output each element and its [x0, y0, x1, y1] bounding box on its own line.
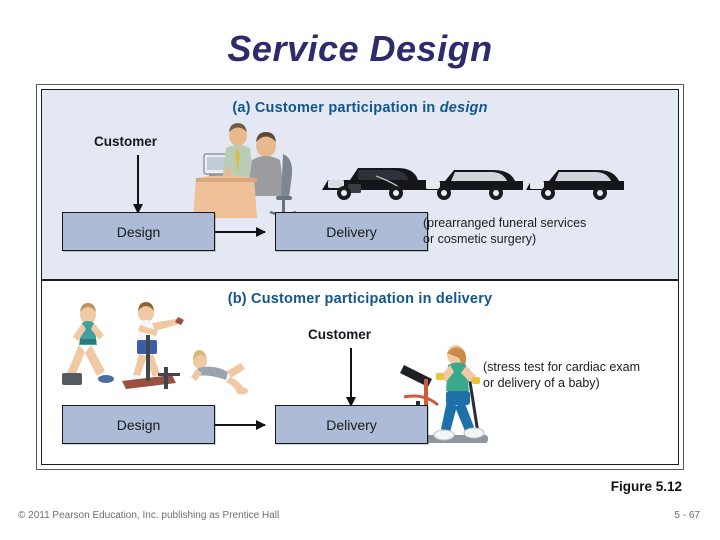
panel-a-customer-label: Customer [94, 134, 158, 149]
figure-container: (a) Customer participation in design Cus… [36, 84, 684, 470]
page-title: Service Design [227, 28, 493, 69]
customer-at-desk-illustration [190, 118, 300, 218]
panel-a-customer-participation-in-design: (a) Customer participation in design Cus… [42, 90, 678, 281]
panel-a-heading-emphasis: design [439, 100, 488, 116]
exercise-figures-illustration [58, 301, 258, 405]
panel-b-customer-participation-in-delivery: (b) Customer participation in delivery [42, 281, 678, 464]
panel-a-example-note: (prearranged funeral services or cosmeti… [423, 216, 587, 246]
panel-a-heading: (a) Customer participation in design [42, 100, 678, 116]
panel-b-delivery-box[interactable]: Delivery [275, 405, 428, 444]
panel-a-design-to-delivery-arrow [215, 227, 266, 237]
panel-b-example-note: (stress test for cardiac exam or deliver… [483, 360, 640, 390]
panel-b-customer-to-delivery-arrow [346, 348, 356, 407]
panel-b-heading-emphasis: delivery [435, 291, 493, 307]
page-number: 5 - 67 [674, 510, 700, 521]
panel-a-customer-to-design-arrow [133, 155, 143, 214]
figure-caption: Figure 5.12 [610, 479, 682, 494]
panel-b-design-to-delivery-arrow [215, 420, 266, 430]
copyright-notice: © 2011 Pearson Education, Inc. publishin… [18, 510, 280, 521]
panel-a-delivery-box[interactable]: Delivery [275, 212, 428, 251]
panel-b-design-box[interactable]: Design [62, 405, 215, 444]
panel-b-customer-label: Customer [308, 327, 372, 342]
panel-b-heading-prefix: (b) Customer participation in [227, 291, 436, 307]
panel-b-heading: (b) Customer participation in delivery [42, 291, 678, 307]
figure-inner-border: (a) Customer participation in design Cus… [41, 89, 679, 465]
panel-a-design-box[interactable]: Design [62, 212, 215, 251]
panel-a-heading-prefix: (a) Customer participation in [232, 100, 440, 116]
funeral-procession-illustration [314, 152, 627, 208]
